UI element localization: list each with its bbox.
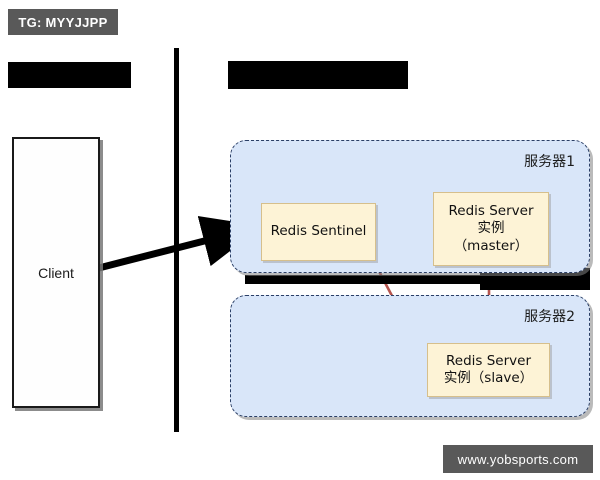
watermark-top-badge: TG: MYYJJPP xyxy=(8,9,118,35)
node-redis-server-master-line-2: 实例 xyxy=(477,220,505,237)
client-box: Client xyxy=(12,137,100,408)
section-divider xyxy=(174,48,179,432)
watermark-top-text: TG: MYYJJPP xyxy=(18,14,108,30)
node-redis-server-master: Redis Server 实例 （master） xyxy=(433,192,549,266)
redacted-mid-band-right xyxy=(480,268,590,290)
node-redis-server-master-line-1: Redis Server xyxy=(448,203,534,220)
redacted-right-heading xyxy=(228,61,408,89)
node-redis-server-slave-line-1: Redis Server xyxy=(446,352,531,369)
server1-label: 服务器1 xyxy=(524,154,575,170)
watermark-bottom-text: www.yobsports.com xyxy=(457,451,579,467)
client-label: Client xyxy=(38,264,74,281)
node-redis-sentinel-line-1: Redis Sentinel xyxy=(270,223,367,240)
node-redis-server-slave-line-2: 实例（slave） xyxy=(443,370,534,386)
node-redis-server-master-line-3: （master） xyxy=(453,237,529,254)
redacted-left-heading xyxy=(8,62,131,88)
redacted-mid-band xyxy=(245,275,590,284)
node-redis-sentinel: Redis Sentinel xyxy=(261,203,376,261)
node-redis-server-slave: Redis Server 实例（slave） xyxy=(427,343,550,397)
server2-label: 服务器2 xyxy=(524,309,575,325)
watermark-bottom-badge: www.yobsports.com xyxy=(443,445,593,473)
